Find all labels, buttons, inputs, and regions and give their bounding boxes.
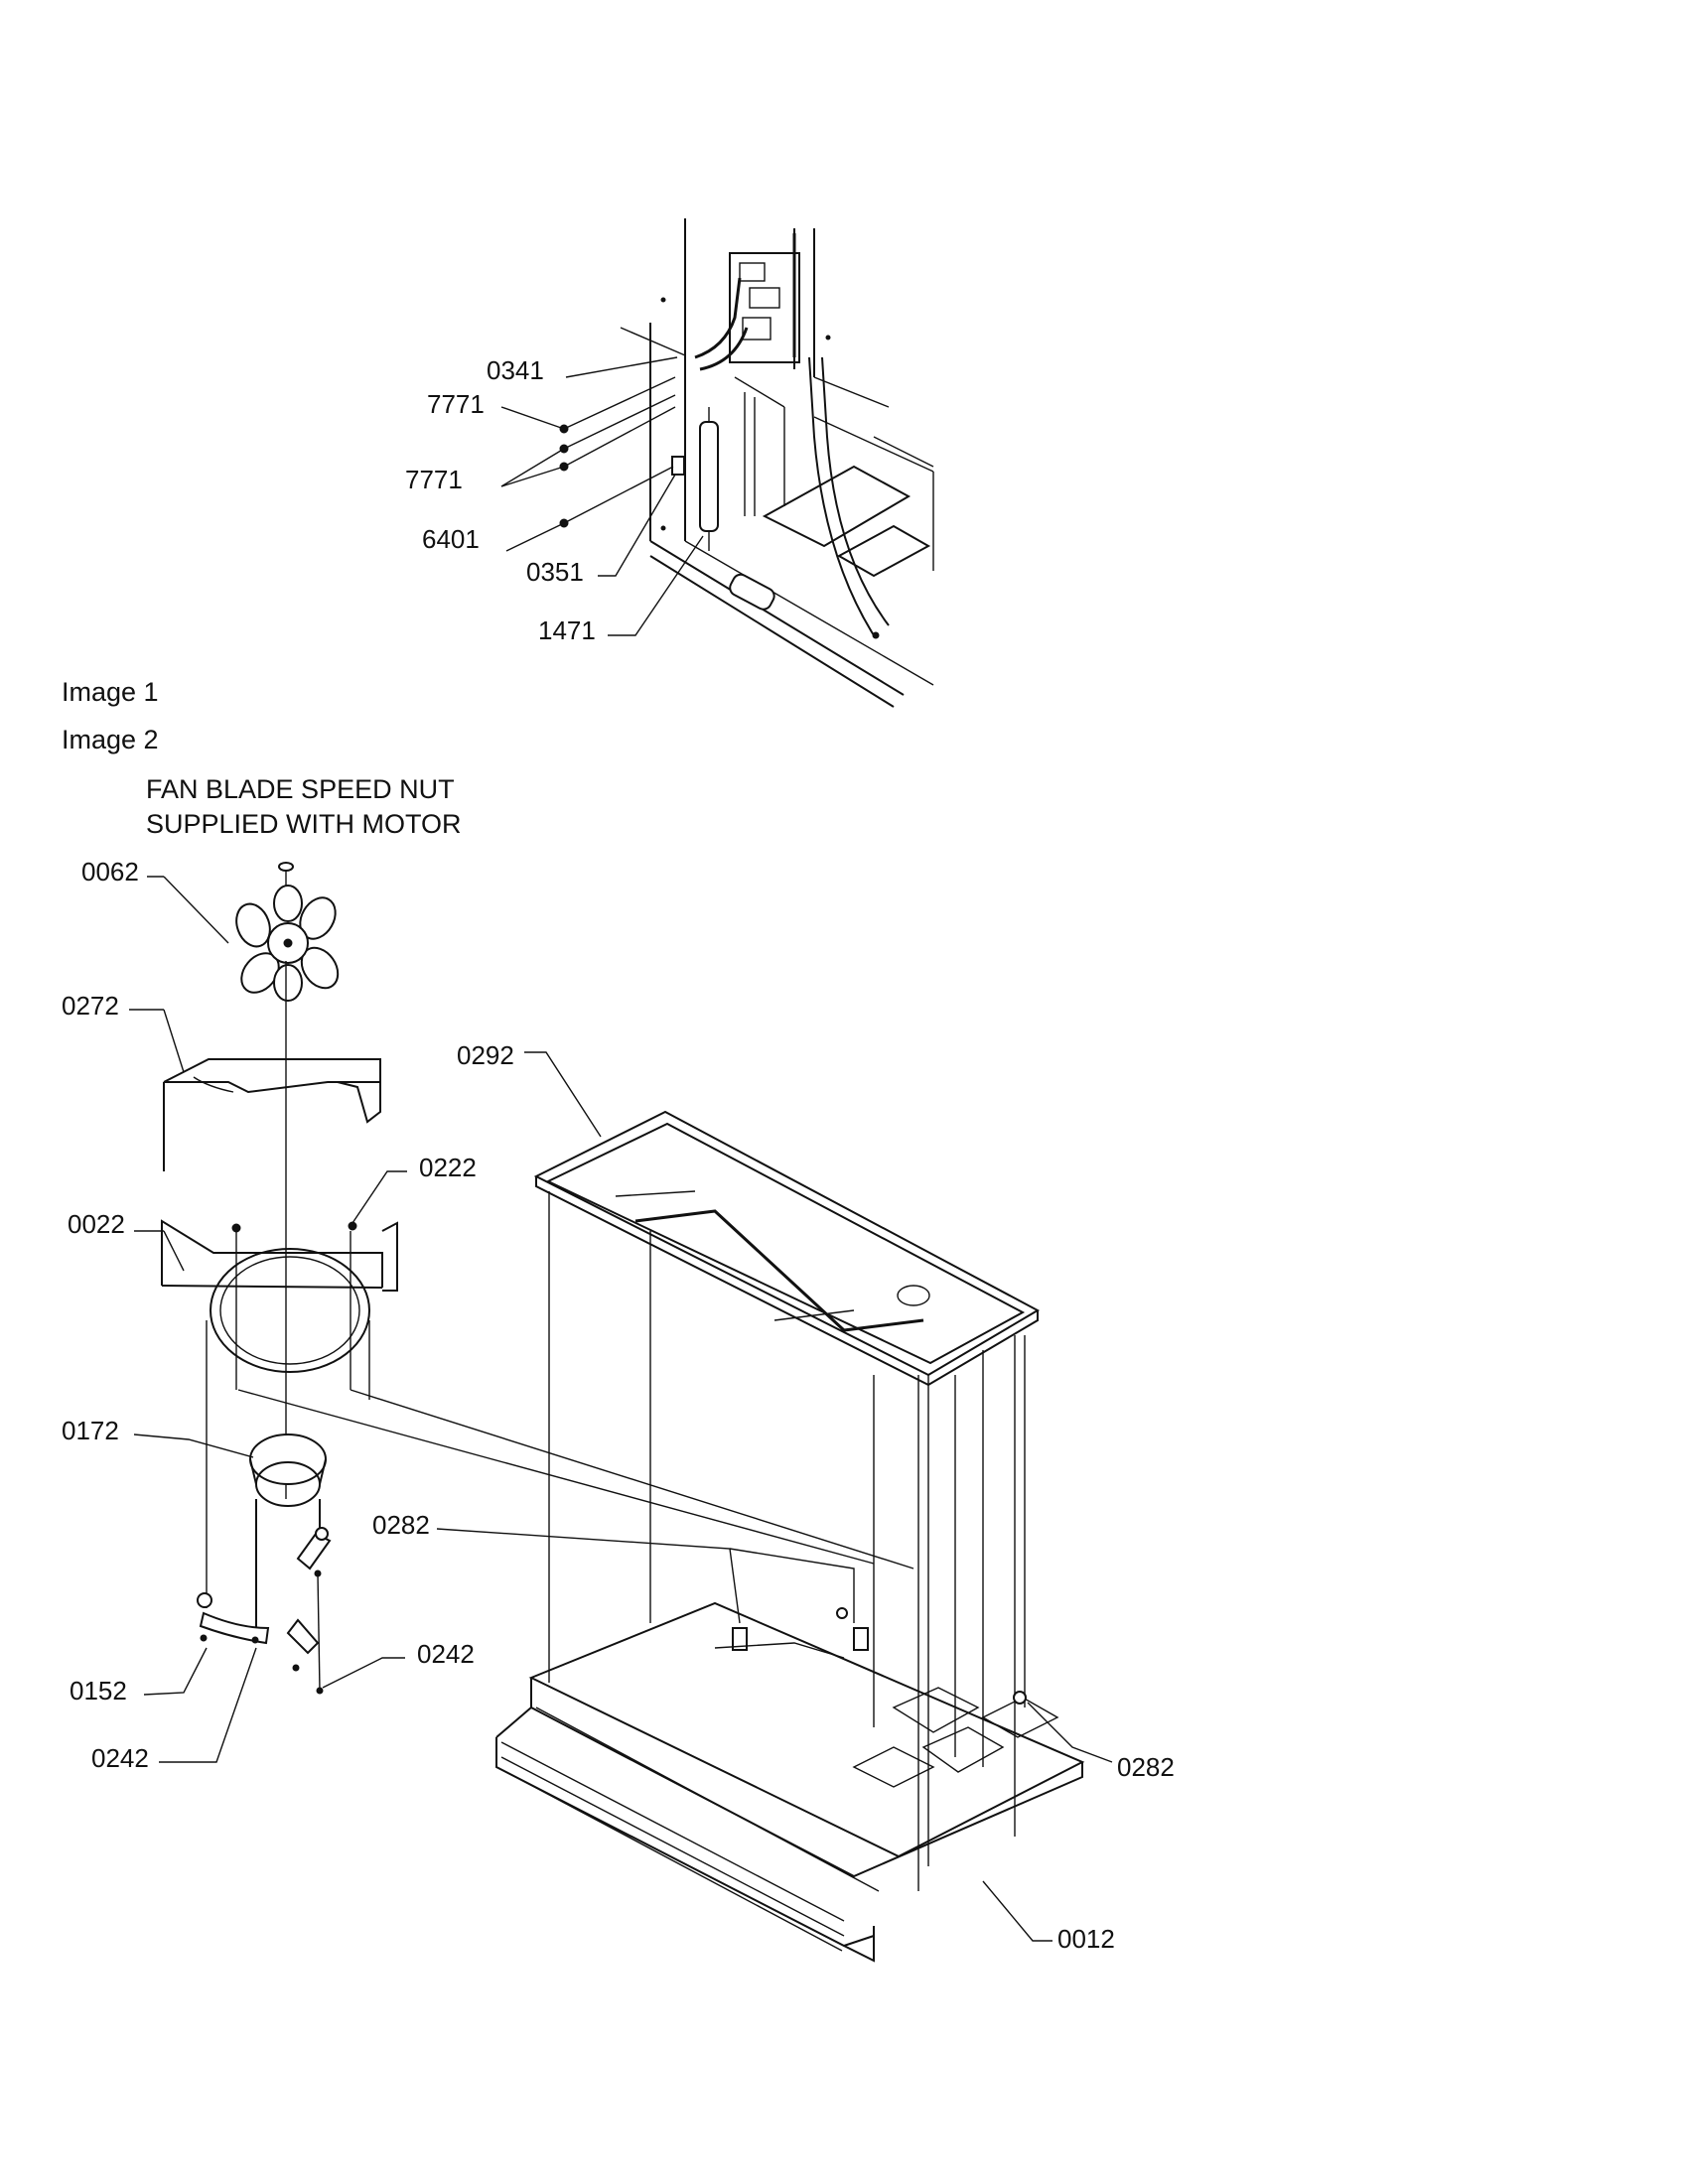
part-label-0351: 0351 <box>526 557 584 587</box>
part-label-7771-lower: 7771 <box>405 465 463 494</box>
part-label-0341: 0341 <box>487 355 544 385</box>
speed-nut-note-line-1: FAN BLADE SPEED NUT <box>146 774 455 804</box>
part-label-0282-right: 0282 <box>1117 1752 1175 1782</box>
part-label-0152: 0152 <box>70 1676 127 1706</box>
evaporator-coils <box>500 1706 880 1952</box>
part-label-1471: 1471 <box>538 615 596 645</box>
part-label-7771-upper: 7771 <box>427 389 485 419</box>
part-label-0292: 0292 <box>457 1040 514 1070</box>
part-label-0242-right: 0242 <box>417 1639 475 1669</box>
caption-image-1: Image 1 <box>62 677 159 707</box>
part-label-0242-left: 0242 <box>91 1743 149 1773</box>
part-label-0272: 0272 <box>62 991 119 1021</box>
part-label-0172: 0172 <box>62 1416 119 1445</box>
part-label-0062: 0062 <box>81 857 139 887</box>
image2-fan-assembly <box>129 862 914 1763</box>
image2-evaporator-assembly <box>436 1051 1113 1963</box>
part-label-0222: 0222 <box>419 1153 477 1182</box>
part-label-6401: 6401 <box>422 524 480 554</box>
part-label-0282-left: 0282 <box>372 1510 430 1540</box>
speed-nut-note-line-2: SUPPLIED WITH MOTOR <box>146 809 462 839</box>
part-label-0022: 0022 <box>68 1209 125 1239</box>
image1-drawing <box>500 218 934 708</box>
part-label-0012: 0012 <box>1057 1924 1115 1954</box>
caption-image-2: Image 2 <box>62 725 159 754</box>
